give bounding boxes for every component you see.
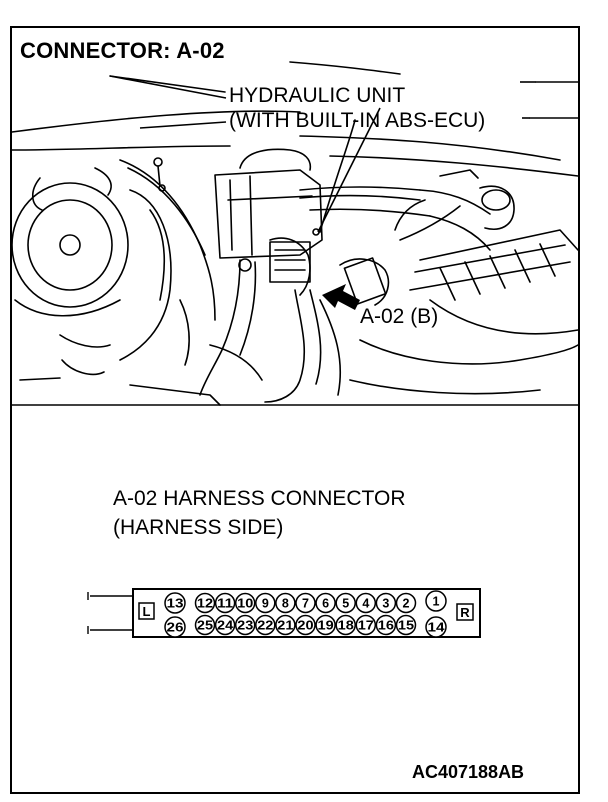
pin-label: 9 [262,597,269,611]
pin-label: 17 [358,619,374,633]
pin-19: 19 [315,614,336,636]
harness-connector-subtitle: (HARNESS SIDE) [113,516,284,539]
pin-label: 6 [322,597,329,611]
pin-label: 2 [403,597,410,611]
pin-label: 7 [302,597,309,611]
pin-9: 9 [255,592,276,614]
pin-label: 18 [338,619,354,633]
pin-12: 12 [194,592,216,614]
page-title: CONNECTOR: A-02 [20,38,225,63]
hydraulic-unit-sublabel: (WITH BUILT-IN ABS-ECU) [229,109,486,132]
pin-18: 18 [335,614,356,636]
pin-label: 22 [257,619,273,633]
pin-5: 5 [335,592,356,614]
pin-14: 14 [425,616,447,638]
pin-label: 15 [398,619,414,633]
pin-label: 23 [237,619,253,633]
pin-1: 1 [425,590,447,612]
pin-label: 1 [433,595,440,609]
pin-label: 19 [318,619,334,633]
diagram-frame [10,26,580,794]
left-side-marker: L [143,604,151,619]
figure-code: AC407188AB [412,762,525,782]
pin-label: 10 [237,597,253,611]
pin-22: 22 [255,614,276,636]
right-side-marker: R [460,605,470,620]
pin-8: 8 [275,592,296,614]
pin-label: 26 [167,621,184,635]
pin-label: 20 [297,619,313,633]
pin-label: 25 [197,619,213,633]
pin-label: 3 [382,597,389,611]
pin-label: 4 [362,597,369,611]
pin-25: 25 [194,614,216,636]
pin-11: 11 [214,592,236,614]
pin-26: 26 [164,616,186,638]
harness-connector-title: A-02 HARNESS CONNECTOR [113,487,406,510]
pin-24: 24 [214,614,236,636]
pin-label: 14 [428,621,445,635]
connector-arrow-icon [322,284,360,310]
pin-20: 20 [295,614,316,636]
pin-16: 16 [375,614,397,636]
pin-3: 3 [375,592,397,614]
pin-2: 2 [395,592,417,614]
pin-label: 16 [378,619,394,633]
pin-label: 12 [197,597,213,611]
pin-label: 8 [282,597,289,611]
pin-label: 11 [217,597,233,611]
pin-6: 6 [315,592,336,614]
hydraulic-unit-label: HYDRAULIC UNIT [229,84,406,107]
pin-label: 13 [167,597,184,611]
pin-7: 7 [295,592,316,614]
pin-15: 15 [395,614,417,636]
pin-label: 5 [342,597,349,611]
pin-10: 10 [234,592,256,614]
pin-4: 4 [355,592,377,614]
pin-21: 21 [275,614,296,636]
pin-label: 24 [217,619,233,633]
pin-23: 23 [234,614,256,636]
pin-13: 13 [164,592,186,614]
pin-label: 21 [277,619,293,633]
connector-callout-label: A-02 (B) [360,305,439,328]
pin-17: 17 [355,614,377,636]
